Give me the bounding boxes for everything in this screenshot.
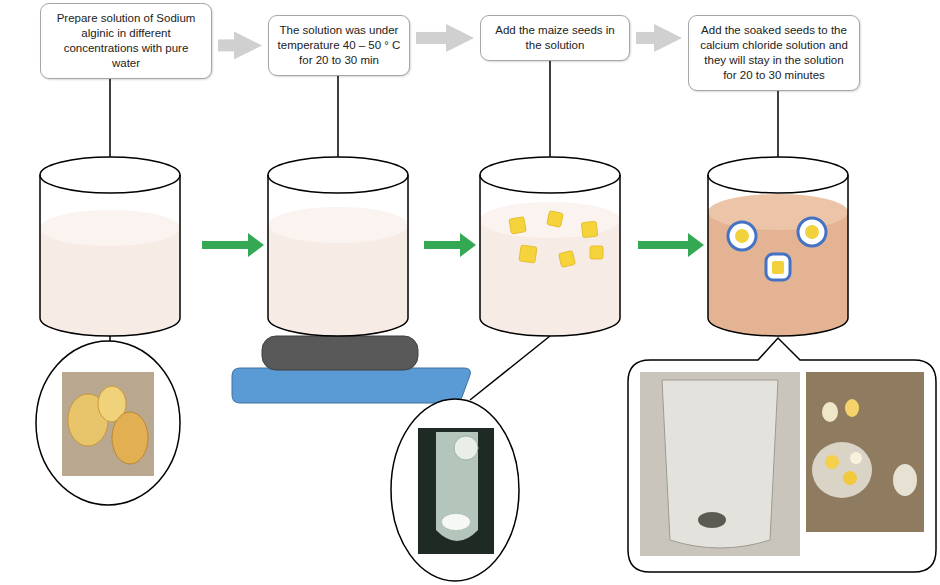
process-connector [416, 32, 446, 44]
photo-test-tube [418, 428, 494, 554]
maize-seeds [509, 211, 603, 268]
beaker-rim [480, 157, 620, 193]
coated-seed-photo [850, 452, 862, 464]
green-arrow [202, 233, 264, 257]
maize-seed [509, 217, 526, 234]
seed-core [805, 225, 819, 239]
coated-seed-photo [845, 399, 859, 417]
step-box: Add the maize seeds in the solution [480, 15, 630, 61]
coated-seed [798, 218, 826, 246]
light-reflection [442, 514, 470, 530]
callout-oval [391, 399, 519, 581]
petri-dish [812, 442, 872, 498]
coated-seed-photo [843, 471, 857, 485]
step-box: Add the soaked seeds to the calcium chlo… [688, 15, 860, 91]
step-box: The solution was under temperature 40 – … [268, 15, 410, 76]
process-connector [636, 32, 654, 44]
beaker-body [268, 175, 408, 336]
test-tube [436, 432, 478, 541]
liquid-surface [268, 207, 408, 243]
photo-ground [62, 372, 154, 476]
maize-seed [581, 221, 597, 237]
coated-seeds [728, 218, 826, 280]
photo-ground [640, 372, 800, 556]
process-connector [218, 39, 234, 51]
leader-line [549, 45, 551, 157]
photo-beaker [640, 372, 800, 556]
step-text: Prepare solution of Sodium alginic in di… [49, 11, 203, 71]
maize-seed [590, 246, 603, 259]
callout-line [109, 336, 111, 341]
maize-seed [519, 245, 537, 263]
beaker [268, 157, 408, 336]
green-arrow [638, 233, 704, 257]
photo-petri-dishes [62, 372, 154, 476]
process-arrows [202, 233, 704, 257]
coated-seed-photo [822, 402, 838, 422]
step-box: Prepare solution of Sodium alginic in di… [40, 3, 212, 79]
step-text: Add the maize seeds in the solution [489, 23, 621, 53]
beaker [480, 157, 620, 336]
coated-seed-photo [893, 464, 917, 496]
beaker-body [40, 175, 180, 336]
hotplate-disk [262, 336, 418, 370]
coated-seed [766, 254, 790, 280]
liquid-surface [40, 210, 180, 246]
step-text: Add the soaked seeds to the calcium chlo… [697, 23, 851, 83]
seed-core [735, 229, 749, 243]
liquid-surface [708, 194, 848, 230]
glass-beaker [662, 380, 778, 548]
beaker-body [480, 175, 620, 336]
maize-seed [547, 211, 564, 228]
liquid-surface [480, 202, 620, 238]
photo-ground [806, 372, 924, 532]
callout-circle [36, 341, 180, 505]
photo-coated-seeds [806, 372, 924, 532]
seed-core [772, 261, 784, 274]
photo-ground [418, 428, 494, 554]
beaker-rim [40, 157, 180, 193]
hotplate-base [232, 368, 470, 403]
callout-line [470, 336, 550, 400]
step-text: The solution was under temperature 40 – … [277, 23, 401, 68]
seed-in-tube [454, 436, 478, 460]
coated-seed [728, 222, 756, 250]
beaker-rim [708, 157, 848, 193]
seed-in-beaker [698, 512, 726, 528]
green-arrow [424, 233, 476, 257]
beaker-liquid [708, 212, 848, 336]
yellow-dish [112, 412, 148, 464]
callout-panel [628, 338, 936, 572]
maize-seed [559, 251, 576, 268]
beaker [708, 157, 848, 336]
beaker [40, 157, 180, 336]
beaker-body [708, 175, 848, 336]
beaker-rim [268, 157, 408, 193]
coated-seed-photo [825, 455, 839, 469]
